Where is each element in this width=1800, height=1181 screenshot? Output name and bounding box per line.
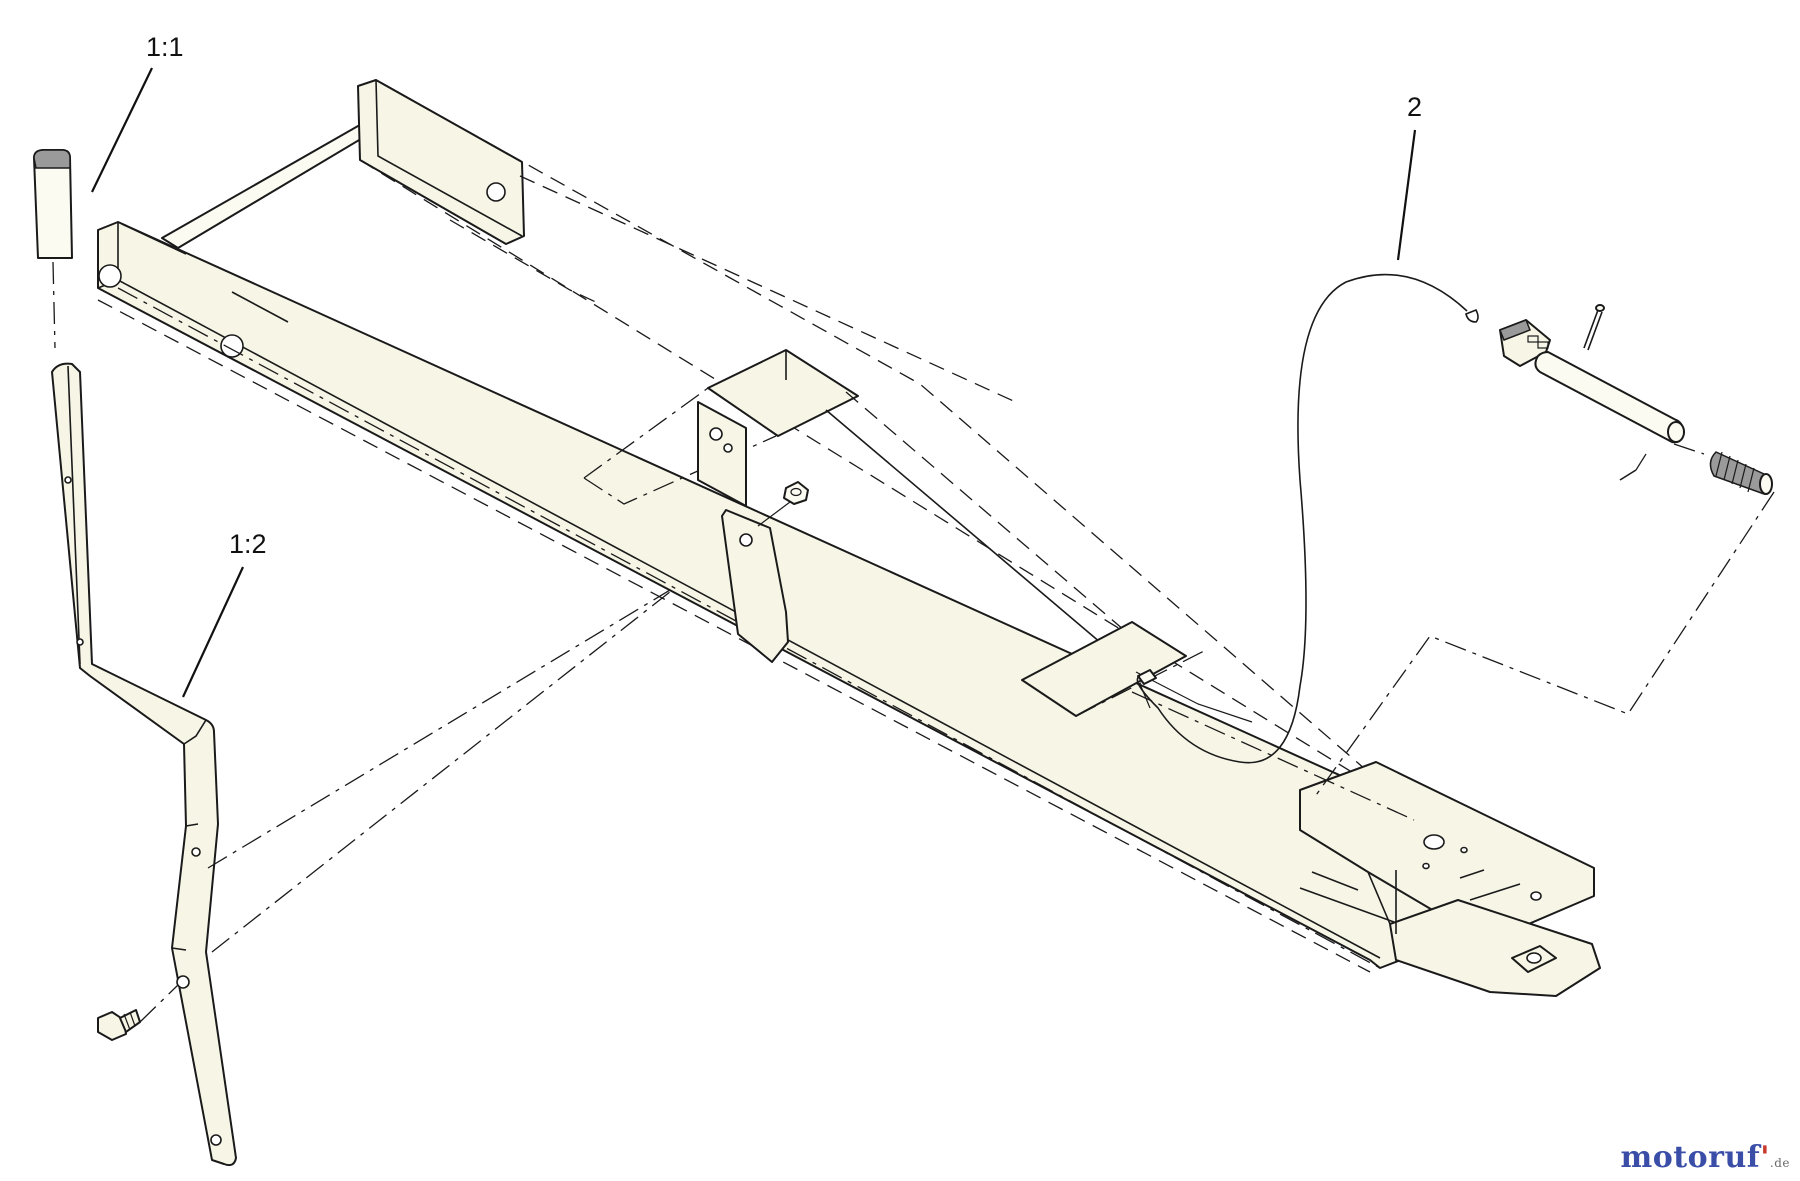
lever-bracket-alignment (211, 539, 737, 953)
hex-nut (783, 481, 809, 505)
watermark-suffix: .de (1769, 1156, 1790, 1170)
nut-alignment-line (757, 501, 791, 527)
spring-pin (1619, 469, 1637, 481)
cable-routing-line (1131, 691, 1415, 821)
callout-1-1-label: 1:1 (146, 32, 184, 62)
watermark-text: motoruf (1620, 1140, 1761, 1175)
pivot-pin (1534, 351, 1685, 444)
watermark-logo: motoruf'.de (1621, 1140, 1790, 1175)
watermark-apostrophe: ' (1760, 1140, 1770, 1175)
bolt-alignment-line (139, 984, 179, 1023)
callout-2: 2 (1396, 92, 1422, 261)
callout-1-1: 1:1 (91, 32, 184, 193)
spring (1709, 451, 1773, 495)
cable-clip (1499, 319, 1551, 367)
control-lever (51, 362, 237, 1167)
cotter-pin (1583, 304, 1605, 351)
grip-alignment-line (52, 261, 56, 349)
pin-spring-alignment (1673, 443, 1705, 455)
callout-2-label: 2 (1407, 92, 1422, 122)
hex-bolt (97, 1009, 141, 1041)
main-frame (97, 79, 1601, 997)
callout-1-2-label: 1:2 (229, 529, 267, 559)
callout-1-2: 1:2 (182, 529, 267, 698)
lever-bracket (721, 509, 789, 663)
callout-1-1-leader (91, 67, 153, 193)
control-cable (1131, 273, 1479, 821)
callout-2-leader (1396, 129, 1417, 261)
spring-routing-line (1313, 491, 1775, 799)
lever-bracket-alignment-2 (207, 571, 701, 869)
spring-pin-alignment (1635, 453, 1647, 471)
handle-grip (33, 149, 73, 259)
callout-1-2-leader (182, 566, 244, 698)
